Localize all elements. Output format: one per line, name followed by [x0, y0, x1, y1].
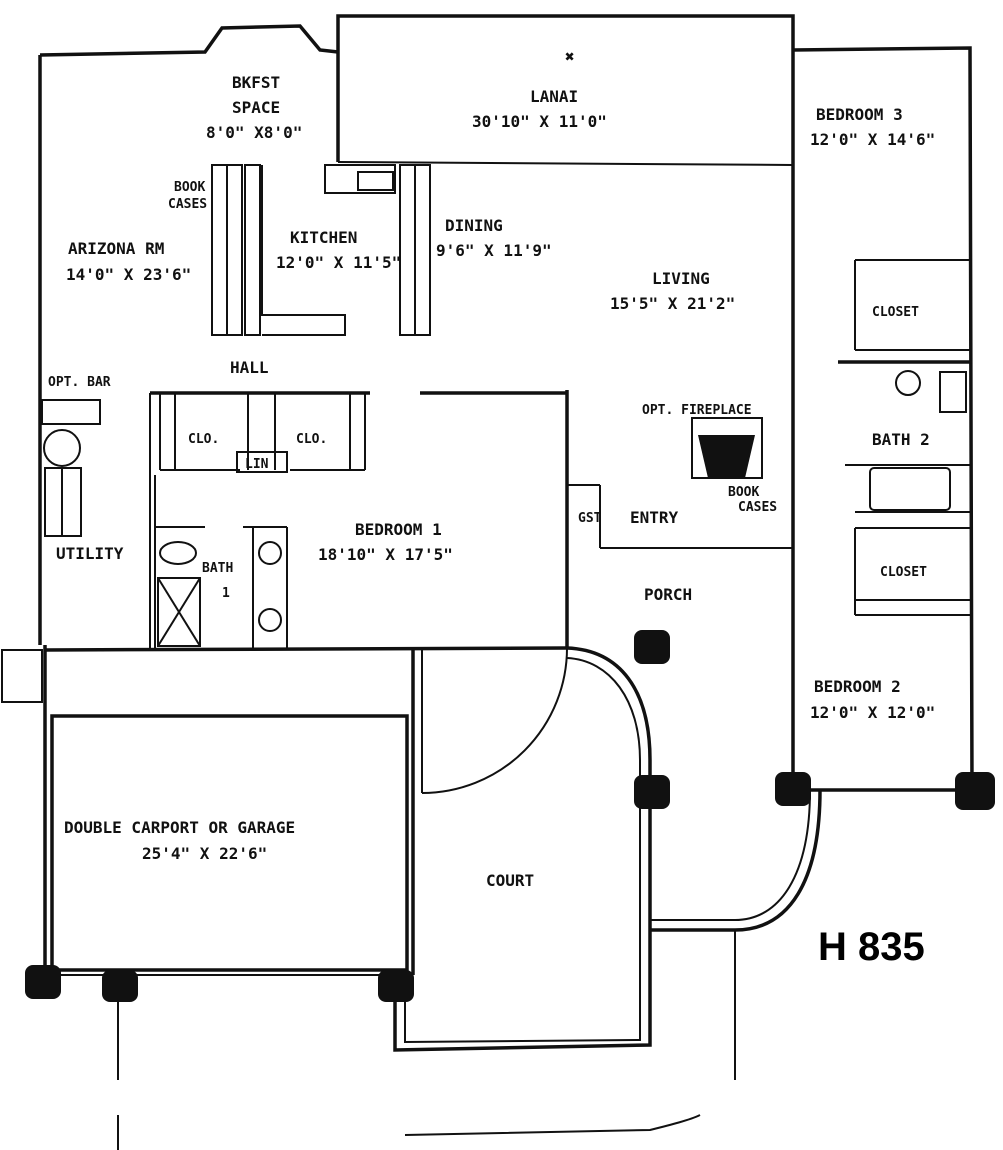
kitchen-name: KITCHEN: [290, 228, 357, 247]
clo-left-label: CLO.: [188, 432, 219, 447]
utility-fixtures: [41, 399, 101, 537]
court-walls: [117, 646, 822, 1150]
book-cases-label-2: CASES: [168, 197, 207, 212]
posts: [25, 630, 995, 1002]
bath1-label-2: 1: [222, 586, 230, 601]
arizona-dims: 14'0" X 23'6": [66, 265, 191, 284]
bedroom1-dims: 18'10" X 17'5": [318, 545, 453, 564]
bkfst-name-2: SPACE: [232, 98, 280, 117]
interior-walls: [149, 259, 972, 648]
kitchen-sink: [357, 171, 394, 191]
lanai-name: LANAI: [530, 87, 578, 106]
closet-bottom-label: CLOSET: [880, 565, 927, 580]
kitchen-dims: 12'0" X 11'5": [276, 253, 401, 272]
clo-right-label: CLO.: [296, 432, 327, 447]
hall-label: HALL: [230, 358, 269, 377]
arizona-name: ARIZONA RM: [68, 239, 164, 258]
book-cases-label-1: BOOK: [174, 180, 205, 195]
bkfst-dims: 8'0" X8'0": [206, 123, 302, 142]
dining-dims: 9'6" X 11'9": [436, 241, 552, 260]
garage-outline: [50, 714, 409, 972]
bedroom2-dims: 12'0" X 12'0": [810, 703, 935, 722]
living-dims: 15'5" X 21'2": [610, 294, 735, 313]
bedroom2-name: BEDROOM 2: [814, 677, 901, 696]
closet-top-label: CLOSET: [872, 305, 919, 320]
utility-label: UTILITY: [56, 544, 124, 563]
porch-label: PORCH: [644, 585, 692, 604]
fan-icon: ✖: [565, 47, 575, 66]
book-cases-living-1: BOOK: [728, 485, 759, 500]
lin-label: LIN: [245, 457, 269, 472]
bedroom3-dims: 12'0" X 14'6": [810, 130, 935, 149]
kitchen-counters: [211, 164, 431, 336]
opt-bar-label: OPT. BAR: [48, 375, 111, 390]
entry-label: ENTRY: [630, 508, 679, 527]
garage-dims: 25'4" X 22'6": [142, 844, 267, 863]
bkfst-name-1: BKFST: [232, 73, 280, 92]
bedroom1-name: BEDROOM 1: [355, 520, 442, 539]
lanai-dims: 30'10" X 11'0": [472, 112, 607, 131]
bath1-fixtures: [157, 541, 282, 647]
garage-bumpout: [1, 649, 43, 703]
fireplace: [691, 417, 763, 479]
bath2-fixtures: [869, 370, 967, 511]
gst-label: GST: [578, 511, 602, 526]
bath2-label: BATH 2: [872, 430, 930, 449]
garage-name: DOUBLE CARPORT OR GARAGE: [64, 818, 295, 837]
lin-box: [236, 451, 288, 473]
dining-name: DINING: [445, 216, 503, 235]
living-name: LIVING: [652, 269, 710, 288]
court-label: COURT: [486, 871, 534, 890]
bath1-label-1: BATH: [202, 561, 233, 576]
book-cases-living-2: CASES: [738, 500, 777, 515]
plan-code: H 835: [818, 925, 925, 969]
opt-fireplace-label: OPT. FIREPLACE: [642, 403, 752, 418]
bedroom3-name: BEDROOM 3: [816, 105, 903, 124]
